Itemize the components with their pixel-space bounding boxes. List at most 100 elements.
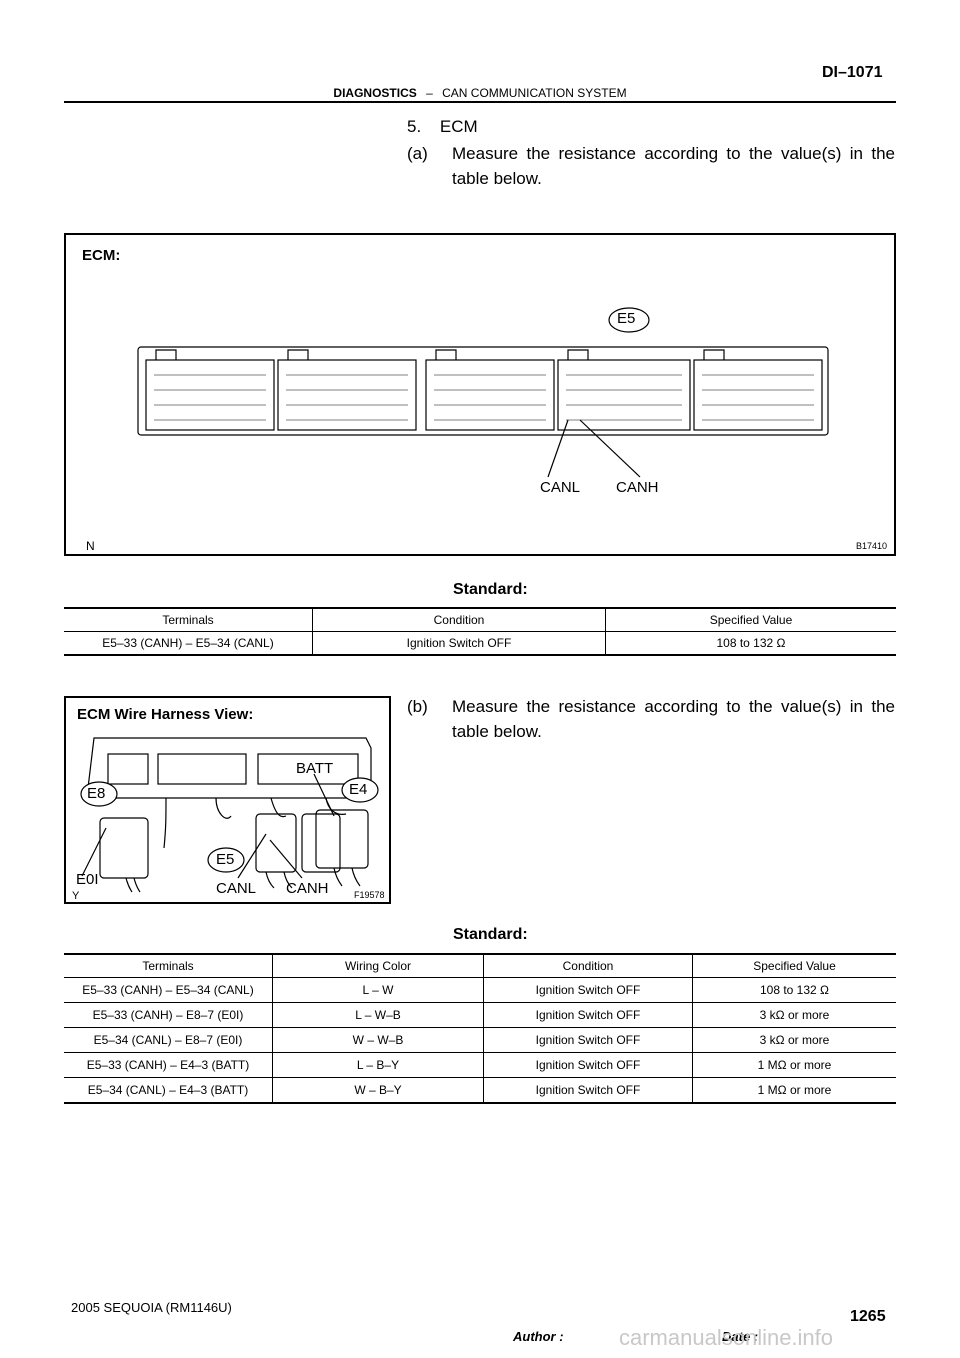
connector-latch — [435, 349, 457, 360]
harness-diagram — [80, 737, 379, 893]
cell-condition: Ignition Switch OFF — [483, 1052, 693, 1078]
e8-connector — [99, 817, 149, 879]
connector-latch — [287, 349, 309, 360]
connector-latch — [155, 349, 177, 360]
figure2-corner-mark: Y — [72, 890, 80, 902]
e5-label-2: E5 — [216, 851, 235, 868]
cell-wiring-color: W – W–B — [272, 1027, 484, 1053]
figure-corner-mark: N — [86, 539, 95, 553]
step-number: 5. — [407, 117, 422, 136]
canl-label: CANL — [540, 479, 581, 496]
instruction-a-text: Measure the resistance according to the … — [452, 144, 895, 188]
figure-title: ECM: — [82, 247, 121, 264]
instruction-a: (a) Measure the resistance according to … — [407, 141, 895, 193]
batt-leader — [313, 773, 335, 817]
step-heading: 5. ECM — [407, 117, 478, 137]
batt-label: BATT — [296, 760, 334, 777]
ecm-connector-figure: ECM: E5 CANL CANH N B17410 — [64, 233, 896, 556]
e4-callout-bubble — [341, 777, 379, 803]
header-rule — [64, 101, 896, 103]
table-row: E5–33 (CANH) – E5–34 (CANL) Ignition Swi… — [64, 631, 896, 656]
harness-wires — [163, 797, 347, 849]
watermark: carmanualsonline.info — [619, 1325, 834, 1350]
e4-connector — [315, 809, 369, 869]
header-wiring-color: Wiring Color — [272, 953, 484, 978]
e8-callout-bubble — [80, 781, 118, 807]
footer-page-number: 1265 — [850, 1308, 886, 1325]
e5-callout-bubble — [608, 307, 650, 333]
cell-wiring-color: L – W–B — [272, 1002, 484, 1028]
cell-condition: Ignition Switch OFF — [483, 1027, 693, 1053]
e5-connector — [255, 813, 297, 873]
connector-block — [425, 359, 555, 431]
cell-specified-value: 108 to 132 Ω — [605, 631, 896, 656]
header-condition: Condition — [312, 607, 606, 632]
canh-leader — [579, 419, 641, 478]
connector-block — [277, 359, 417, 431]
e0i-label: E0I — [76, 871, 99, 888]
cell-specified-value: 1 MΩ or more — [692, 1077, 896, 1104]
connector-latch — [567, 349, 589, 360]
header-dash: – — [426, 86, 433, 100]
figure2-code: F19578 — [354, 890, 385, 900]
connector-block — [145, 359, 275, 431]
section-name: DIAGNOSTICS — [333, 86, 417, 100]
header-condition: Condition — [483, 953, 693, 978]
cell-condition: Ignition Switch OFF — [483, 1002, 693, 1028]
figure2-title: ECM Wire Harness View: — [77, 706, 254, 723]
cell-terminals: E5–33 (CANH) – E5–34 (CANL) — [64, 977, 273, 1003]
page-id: DI–1071 — [822, 64, 883, 81]
e5-label: E5 — [617, 310, 636, 327]
canl-label-2: CANL — [216, 880, 257, 897]
instruction-a-label: (a) — [407, 144, 428, 163]
cell-terminals: E5–33 (CANH) – E8–7 (E0I) — [64, 1002, 273, 1028]
e0i-leader — [81, 827, 107, 877]
cell-terminals: E5–34 (CANL) – E4–3 (BATT) — [64, 1077, 273, 1104]
header-terminals: Terminals — [64, 607, 313, 632]
canl-leader — [547, 419, 569, 478]
connector-diagram — [137, 307, 829, 478]
canl-leader-2 — [237, 833, 267, 879]
standard-heading-2: Standard: — [453, 926, 528, 943]
connector-block — [693, 359, 823, 431]
cell-condition: Ignition Switch OFF — [312, 631, 606, 656]
header-terminals: Terminals — [64, 953, 273, 978]
cell-terminals: E5–34 (CANL) – E8–7 (E0I) — [64, 1027, 273, 1053]
instruction-b: (b) Measure the resistance according to … — [407, 694, 895, 746]
cell-wiring-color: L – B–Y — [272, 1052, 484, 1078]
harness-wire-strands — [125, 867, 361, 893]
cell-terminals: E5–33 (CANH) – E5–34 (CANL) — [64, 631, 313, 656]
ecm-connector-body — [137, 346, 829, 436]
canh-label-2: CANH — [286, 880, 329, 897]
step-title: ECM — [439, 117, 478, 136]
header-specified-value: Specified Value — [692, 953, 896, 978]
ecm-port-2 — [157, 753, 247, 785]
figure-code: B17410 — [856, 541, 888, 551]
header-specified-value: Specified Value — [605, 607, 896, 632]
standard-table-1: Terminals Condition Specified Value E5–3… — [64, 607, 896, 656]
footer-model: 2005 SEQUOIA (RM1146U) — [71, 1300, 232, 1315]
cell-condition: Ignition Switch OFF — [483, 1077, 693, 1104]
footer-author: Author : — [513, 1329, 564, 1344]
cell-condition: Ignition Switch OFF — [483, 977, 693, 1003]
subsection-name: CAN COMMUNICATION SYSTEM — [442, 86, 627, 100]
e4-label: E4 — [349, 781, 368, 798]
e5b-connector — [301, 813, 341, 873]
e8-label: E8 — [87, 785, 106, 802]
cell-wiring-color: W – B–Y — [272, 1077, 484, 1104]
canh-label: CANH — [616, 479, 659, 496]
footer-date: Date : — [722, 1329, 759, 1344]
instruction-b-label: (b) — [407, 697, 428, 716]
cell-specified-value: 108 to 132 Ω — [692, 977, 896, 1003]
connector-latch — [703, 349, 725, 360]
cell-specified-value: 3 kΩ or more — [692, 1027, 896, 1053]
cell-terminals: E5–33 (CANH) – E4–3 (BATT) — [64, 1052, 273, 1078]
cell-wiring-color: L – W — [272, 977, 484, 1003]
wire-harness-figure: ECM Wire Harness View: BATT E8 E4 E5 E0I… — [64, 696, 391, 904]
connector-block — [557, 359, 691, 431]
